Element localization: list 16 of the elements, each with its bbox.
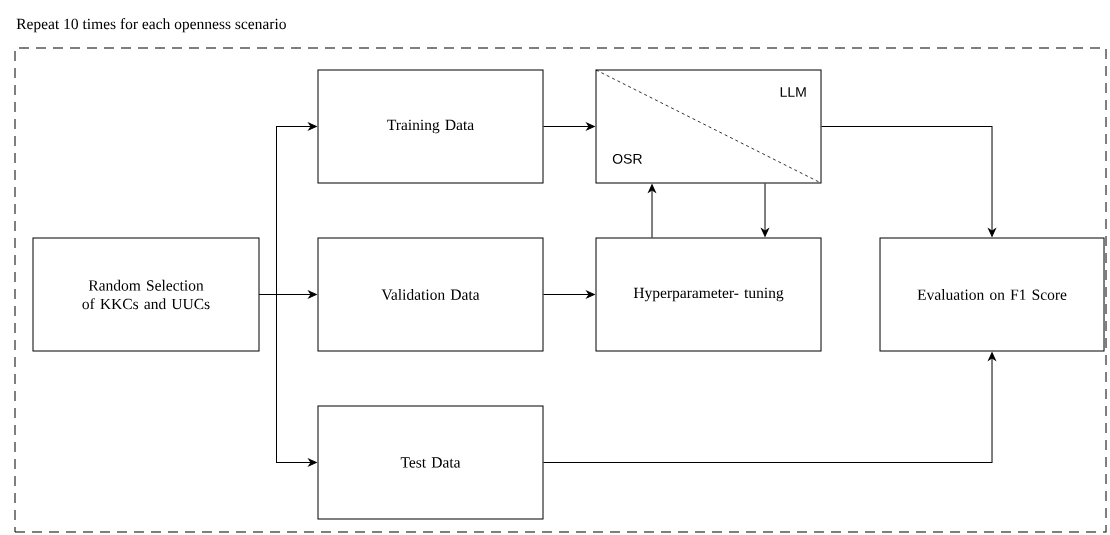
arrow	[821, 126, 996, 237]
model-box: LLM OSR	[595, 69, 822, 184]
process-box: Evaluation on F1 Score	[879, 237, 1105, 352]
frame-heading: Repeat 10 times for each openness scenario	[16, 18, 286, 33]
arrow	[259, 294, 317, 467]
process-box: Test Data	[317, 405, 544, 520]
process-box: Validation Data	[317, 237, 544, 352]
process-box: Random Selection of KKCs and UUCs	[32, 237, 260, 352]
arrow	[543, 122, 595, 131]
arrow	[761, 183, 769, 237]
process-box: Hyperparameter- tuning	[595, 237, 822, 352]
process-box: Training Data	[317, 69, 544, 184]
dashed-frame	[14, 18, 1107, 533]
arrow	[543, 352, 996, 463]
arrow	[543, 290, 595, 299]
arrow	[648, 184, 656, 238]
